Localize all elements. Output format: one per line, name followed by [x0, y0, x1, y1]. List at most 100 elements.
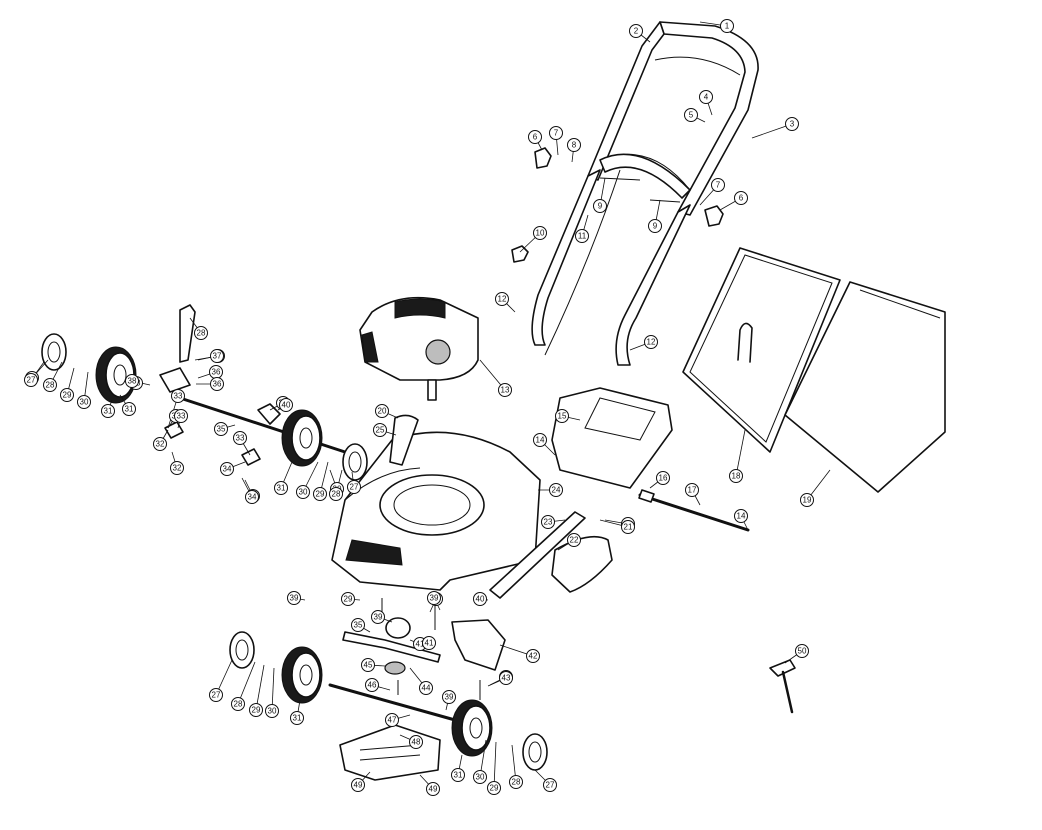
rear-guard [551, 535, 613, 593]
blade [342, 631, 441, 663]
part-number: 14 [536, 436, 545, 445]
part-number: 42 [529, 652, 538, 661]
part-callout: 12 [644, 335, 658, 349]
callout-circle [153, 437, 167, 451]
callout-circle [265, 704, 279, 718]
callout-circle [426, 782, 440, 796]
leader-line [735, 429, 746, 477]
part-callout: 38 [125, 374, 139, 388]
wheel-cap-left-rear [41, 333, 67, 371]
callout-circle [365, 678, 379, 692]
callout-circle [274, 481, 288, 495]
part-callout: 36 [210, 377, 224, 391]
part-number: 34 [248, 493, 257, 502]
part-callout: 28 [231, 697, 245, 711]
callout-circle [24, 373, 38, 387]
part-number: 31 [277, 484, 286, 493]
part-number: 36 [213, 380, 222, 389]
part-callout: 31 [101, 404, 115, 418]
callout-circle [555, 409, 569, 423]
callout-circle [711, 178, 725, 192]
part-number: 30 [80, 398, 89, 407]
part-callout: 34 [220, 462, 234, 476]
rear-flap [551, 387, 673, 489]
handle-bolt [599, 177, 681, 203]
part-callout: 49 [426, 782, 440, 796]
callout-circle [287, 591, 301, 605]
callout-circle [233, 431, 247, 445]
callout-circle [210, 377, 224, 391]
part-number: 17 [688, 486, 697, 495]
part-callout: 11 [575, 229, 589, 243]
part-callout: 27 [543, 778, 557, 792]
part-number: 25 [376, 426, 385, 435]
callout-circle [296, 485, 310, 499]
part-callout: 17 [685, 483, 699, 497]
part-callout: 29 [60, 388, 74, 402]
wheel-cap-front-right [522, 733, 548, 771]
part-number: 28 [197, 329, 206, 338]
callout-circle [375, 404, 389, 418]
part-number: 41 [425, 639, 434, 648]
part-number: 43 [502, 674, 511, 683]
part-number: 39 [445, 693, 454, 702]
part-number: 29 [252, 706, 261, 715]
part-callout: 30 [296, 485, 310, 499]
mulch-plug [451, 619, 506, 671]
callout-circle [498, 383, 512, 397]
part-number: 41 [416, 640, 425, 649]
part-number: 39 [290, 594, 299, 603]
part-callout: 35 [214, 422, 228, 436]
part-callout: 22 [567, 533, 581, 547]
leader-line [493, 741, 497, 789]
part-number: 48 [412, 738, 421, 747]
part-number: 44 [422, 684, 431, 693]
part-callout: 32 [153, 437, 167, 451]
part-number: 28 [46, 381, 55, 390]
callout-circle [720, 19, 734, 33]
part-number: 9 [598, 202, 603, 211]
part-number: 31 [125, 405, 134, 414]
part-number: 33 [174, 392, 183, 401]
part-number: 32 [156, 440, 165, 449]
part-callout: 28 [329, 487, 343, 501]
leader-line [751, 123, 793, 139]
axle-bracket [257, 403, 281, 425]
callout-circle [422, 636, 436, 650]
part-callout: 34 [245, 490, 259, 504]
callout-circle [699, 90, 713, 104]
part-number: 40 [282, 401, 291, 410]
part-number: 46 [368, 681, 377, 690]
part-callout: 19 [800, 493, 814, 507]
part-number: 28 [234, 700, 243, 709]
part-callout: 31 [122, 402, 136, 416]
grass-bag-frame [682, 247, 841, 453]
callout-circle [313, 487, 327, 501]
part-callout: 30 [473, 770, 487, 784]
part-callout: 28 [194, 326, 208, 340]
lower-handle [531, 153, 691, 366]
callout-circle [174, 409, 188, 423]
part-number: 27 [27, 376, 36, 385]
blade-adapter [384, 617, 411, 675]
part-callout: 29 [341, 592, 355, 606]
part-callout: 25 [373, 423, 387, 437]
callout-circle [209, 688, 223, 702]
part-callout: 14 [734, 509, 748, 523]
part-callout: 40 [473, 592, 487, 606]
part-callout: 30 [265, 704, 279, 718]
part-callout: 8 [567, 138, 581, 152]
callout-circle [194, 326, 208, 340]
wheel-left-middle [281, 409, 323, 467]
callout-circle [341, 592, 355, 606]
part-number: 22 [570, 536, 579, 545]
part-number: 28 [512, 778, 521, 787]
leader-line [255, 664, 265, 711]
part-number: 20 [378, 407, 387, 416]
callout-circle [210, 349, 224, 363]
part-number: 15 [558, 412, 567, 421]
part-number: 30 [299, 488, 308, 497]
part-callout: 9 [648, 219, 662, 233]
callout-circle [347, 480, 361, 494]
part-number: 28 [332, 490, 341, 499]
